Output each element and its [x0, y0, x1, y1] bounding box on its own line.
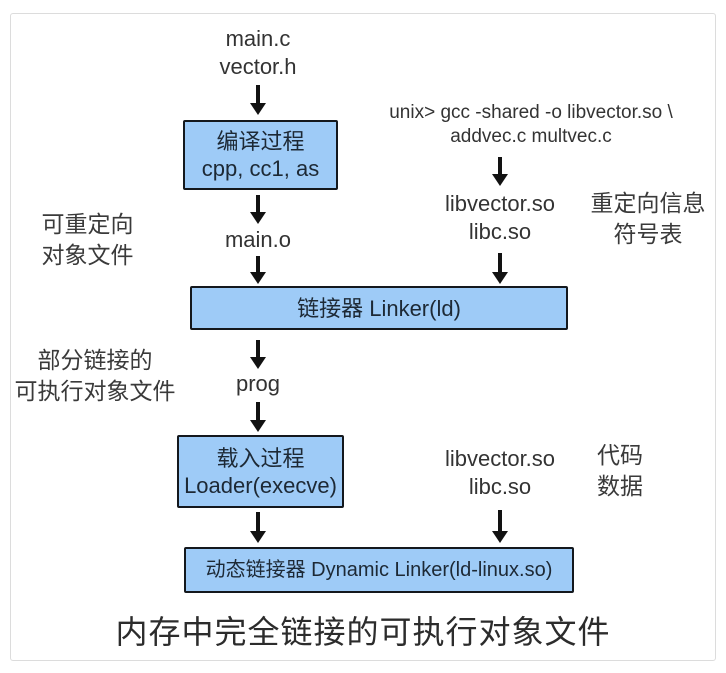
- dynamic-linker-box: 动态链接器 Dynamic Linker(ld-linux.so): [184, 547, 574, 593]
- arrow-down-icon: [250, 340, 266, 369]
- linker-box: 链接器 Linker(ld): [190, 286, 568, 330]
- partially-linked-label: 部分链接的 可执行对象文件: [14, 347, 176, 404]
- arrow-down-icon: [250, 85, 266, 115]
- caption: 内存中完全链接的可执行对象文件: [115, 614, 611, 650]
- shared-libs-top-label: libvector.so libc.so: [444, 191, 556, 244]
- arrow-down-icon: [492, 510, 508, 543]
- prog-label: prog: [235, 371, 281, 396]
- source-files-label: main.c vector.h: [219, 26, 297, 79]
- arrow-down-icon: [492, 253, 508, 284]
- shared-libs-bottom-label: libvector.so libc.so: [444, 446, 556, 499]
- compile-box: 编译过程 cpp, cc1, as: [183, 120, 338, 190]
- arrow-down-icon: [250, 512, 266, 543]
- relocation-info-label: 重定向信息 符号表: [590, 190, 706, 247]
- loader-box-subtitle: Loader(execve): [184, 472, 337, 498]
- dynamic-linker-box-label: 动态链接器 Dynamic Linker(ld-linux.so): [205, 558, 553, 581]
- linker-box-label: 链接器 Linker(ld): [297, 295, 461, 321]
- arrow-down-icon: [250, 402, 266, 432]
- compile-box-title: 编译过程: [216, 129, 305, 154]
- code-data-label: 代码 数据: [597, 442, 643, 499]
- arrow-down-icon: [250, 195, 266, 224]
- relocatable-object-label: 可重定向 对象文件: [41, 211, 134, 268]
- loader-box: 载入过程 Loader(execve): [177, 435, 344, 508]
- main-o-label: main.o: [224, 227, 292, 252]
- arrow-down-icon: [492, 157, 508, 186]
- arrow-down-icon: [250, 256, 266, 284]
- loader-box-title: 载入过程: [216, 445, 305, 471]
- shared-lib-command: unix> gcc -shared -o libvector.so \ addv…: [389, 102, 673, 147]
- diagram-frame: [10, 13, 716, 661]
- compile-box-subtitle: cpp, cc1, as: [201, 156, 320, 181]
